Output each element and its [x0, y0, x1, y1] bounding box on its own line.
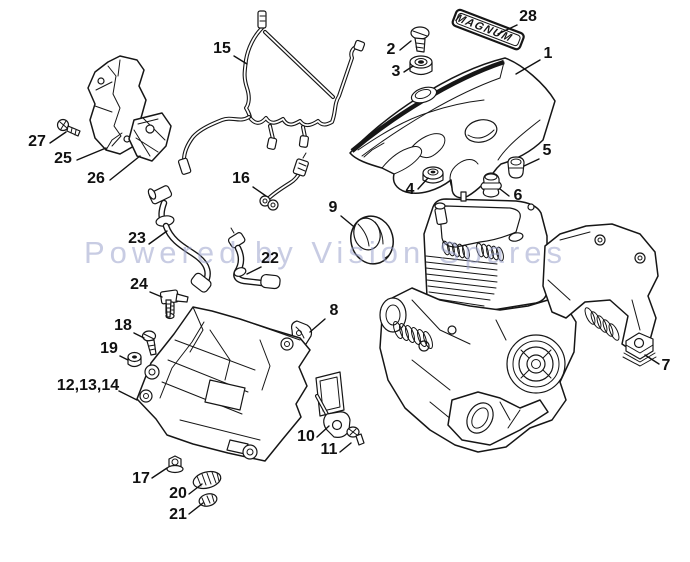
part-label-11: 11	[321, 441, 338, 458]
part-label-25: 25	[54, 150, 72, 167]
part-1-shroud-cover-drawing	[349, 57, 556, 199]
part-label-23: 23	[128, 230, 146, 247]
leader-line-6	[499, 188, 510, 197]
part-label-6: 6	[514, 187, 523, 204]
part-28-magnum-badge-drawing: MAGNUM	[451, 8, 525, 51]
part-label-22: 22	[261, 250, 279, 267]
leader-line-28	[497, 24, 518, 35]
part-23-hose-drawing	[147, 185, 212, 293]
leader-line-16	[252, 186, 267, 197]
part-label-18: 18	[114, 317, 132, 334]
leader-line-26	[109, 155, 141, 181]
part-label-17: 17	[132, 470, 150, 487]
part-label-28: 28	[519, 8, 537, 25]
valve-spring-icons	[442, 240, 504, 262]
engine-rear-bracket-drawing	[542, 223, 659, 353]
leader-line-10	[316, 425, 330, 438]
leader-line-4	[417, 177, 429, 190]
part-label-12,13,14: 12,13,14	[57, 377, 119, 394]
part-2-screw-drawing	[410, 26, 430, 53]
leader-line-8	[309, 318, 326, 333]
leader-line-3	[403, 65, 414, 73]
leader-line-9	[340, 215, 354, 227]
leader-line-24	[149, 291, 163, 298]
part-27-screw-drawing	[56, 118, 81, 137]
part-label-24: 24	[130, 276, 148, 293]
part-9-intake-boot-drawing	[350, 215, 394, 265]
leader-line-2	[399, 40, 412, 51]
leader-line-17	[151, 467, 168, 479]
engine-cylinder-drawing	[423, 191, 548, 314]
leader-line-15	[233, 55, 248, 65]
watermark-text: Powered by Vision Spares	[84, 235, 567, 270]
leader-line-18	[133, 332, 145, 339]
part-label-26: 26	[87, 170, 105, 187]
part-label-9: 9	[329, 199, 338, 216]
part-label-2: 2	[387, 41, 396, 58]
part-label-8: 8	[330, 302, 339, 319]
av-spring-icon	[392, 320, 434, 350]
part-label-27: 27	[28, 133, 46, 150]
leader-line-12,13,14	[118, 390, 138, 401]
part-21-plug-drawing	[198, 493, 218, 507]
part-label-5: 5	[543, 142, 552, 159]
part-label-15: 15	[213, 40, 231, 57]
leader-line-21	[188, 502, 204, 515]
leader-line-7	[644, 354, 660, 365]
part-18-screw-drawing	[141, 330, 157, 356]
part-4-grommet-drawing	[422, 166, 444, 184]
part-10-tensioner-drawing	[315, 371, 351, 438]
leader-line-19	[119, 355, 129, 361]
part-24-elbow-fitting-drawing	[159, 289, 189, 320]
part-label-7: 7	[662, 357, 671, 374]
part-11-screw-drawing	[346, 426, 365, 446]
leader-line-25	[76, 147, 107, 161]
engine-bottom-cover-drawing	[447, 391, 549, 446]
part-20-plug-drawing	[192, 470, 222, 490]
part-6-buffer-drawing	[480, 172, 502, 198]
part-label-1: 1	[544, 45, 553, 62]
rear-av-spring-icon	[584, 307, 620, 341]
part-labels-layer: 123456789101112,13,141516171819202122232…	[28, 8, 670, 523]
part-22-hose-drawing	[227, 227, 281, 290]
part-5-buffer-plug-drawing	[507, 156, 525, 179]
part-26-bracket-drawing	[128, 112, 172, 162]
leader-line-23	[148, 230, 168, 245]
part-19-grommet-drawing	[127, 351, 142, 368]
leader-line-22	[246, 266, 262, 275]
leader-line-5	[523, 158, 540, 167]
part-12-13-14-housing-drawing	[136, 299, 311, 462]
part-label-4: 4	[406, 181, 415, 198]
part-7-nut-retainer-drawing	[622, 332, 657, 367]
part-label-3: 3	[392, 63, 401, 80]
part-label-16: 16	[232, 170, 250, 187]
leader-line-1	[515, 59, 541, 75]
part-label-21: 21	[169, 506, 187, 523]
part-3-grommet-drawing	[409, 55, 433, 76]
part-15-wire-harness-drawing	[177, 10, 366, 175]
leader-line-27	[49, 131, 67, 144]
part-16-wire-drawing	[259, 152, 309, 211]
leader-line-20	[188, 483, 203, 495]
part-17-nut-drawing	[166, 455, 184, 474]
part-label-20: 20	[169, 485, 187, 502]
part-label-10: 10	[297, 428, 315, 445]
part-label-19: 19	[100, 340, 118, 357]
leader-line-11	[339, 442, 352, 453]
